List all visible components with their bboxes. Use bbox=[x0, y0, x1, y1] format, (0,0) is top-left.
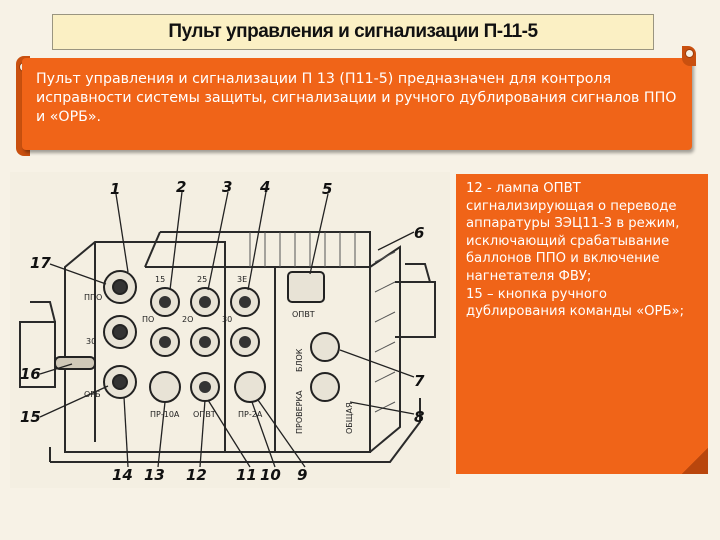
slide-title: Пульт управления и сигнализации П-11-5 bbox=[168, 21, 538, 42]
callout-10: 10 bbox=[260, 466, 281, 484]
left-label-0: ППО bbox=[84, 293, 102, 302]
callout-7: 7 bbox=[414, 372, 425, 390]
callout-15: 15 bbox=[20, 408, 41, 426]
callout-16: 16 bbox=[20, 365, 41, 383]
slide-title-box: Пульт управления и сигнализации П-11-5 bbox=[52, 14, 654, 50]
side-label-2: ПРОВЕРКА bbox=[295, 390, 304, 434]
callout-13: 13 bbox=[144, 466, 165, 484]
base-plate bbox=[50, 398, 421, 463]
callout-17: 17 bbox=[30, 254, 51, 272]
callout-9: 9 bbox=[297, 466, 307, 484]
scroll-curl-right bbox=[682, 46, 696, 66]
lamp-block bbox=[310, 332, 340, 362]
callout-6: 6 bbox=[414, 224, 424, 242]
callout-11: 11 bbox=[236, 466, 257, 484]
left-housing bbox=[64, 241, 226, 453]
side-label-3: ОБЩАЯ bbox=[345, 402, 354, 434]
side-label-0: ОПВТ bbox=[292, 310, 315, 319]
panel-illustration: ППО 30 ОРБ 15 25 3Е ПО 2О 30 ПР-10А ОПВТ… bbox=[19, 178, 436, 484]
button-check bbox=[310, 372, 340, 402]
callout-5: 5 bbox=[322, 180, 332, 198]
side-label-1: БЛОК bbox=[295, 348, 304, 372]
callout-12: 12 bbox=[186, 466, 207, 484]
front-face bbox=[145, 266, 276, 453]
callout-3: 3 bbox=[222, 178, 232, 196]
intro-banner bbox=[22, 58, 692, 150]
top-label-2: 3Е bbox=[237, 275, 247, 284]
opvt-window bbox=[287, 271, 325, 303]
legend-text: 12 - лампа ОПВТ сигнализирующая о перево… bbox=[466, 181, 685, 320]
callout-14: 14 bbox=[112, 466, 133, 484]
right-block bbox=[275, 266, 371, 453]
knob-pr2a bbox=[234, 371, 266, 403]
mid-label-2: 30 bbox=[222, 315, 232, 324]
knob-pr10a bbox=[149, 371, 181, 403]
bottom-label-0: ПР-10А bbox=[150, 410, 180, 419]
intro-text: Пульт управления и сигнализации П 13 (П1… bbox=[36, 71, 677, 125]
callout-1: 1 bbox=[110, 180, 120, 198]
legend-card bbox=[456, 174, 708, 474]
right-bracket bbox=[395, 281, 436, 338]
callout-2: 2 bbox=[176, 178, 186, 196]
top-label-0: 15 bbox=[155, 275, 165, 284]
left-label-1: 30 bbox=[86, 337, 96, 346]
left-label-2: ОРБ bbox=[84, 390, 101, 399]
callout-8: 8 bbox=[414, 408, 424, 426]
top-label-1: 25 bbox=[197, 275, 207, 284]
left-bracket bbox=[19, 321, 56, 388]
mid-label-1: 2О bbox=[182, 315, 193, 324]
callout-4: 4 bbox=[259, 178, 270, 196]
bottom-label-2: ПР-2А bbox=[238, 410, 263, 419]
mid-label-0: ПО bbox=[142, 315, 154, 324]
panel-drawing: ППО 30 ОРБ 15 25 3Е ПО 2О 30 ПР-10А ОПВТ… bbox=[10, 172, 450, 488]
